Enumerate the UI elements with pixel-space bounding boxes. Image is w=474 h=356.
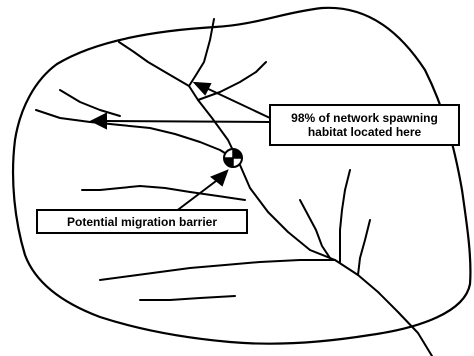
annotation-arrows [89, 81, 271, 213]
crosshair-circle-icon [223, 148, 243, 168]
habitat-callout-line1: 98% of network spawning [291, 111, 438, 125]
stream-network [35, 18, 433, 356]
tributary-west-upper [59, 89, 121, 117]
arrowhead-habitat-left [89, 112, 107, 130]
tributary-west [35, 109, 237, 161]
tributary-upper-left [118, 41, 190, 87]
habitat-callout: 98% of network spawning habitat located … [269, 104, 460, 146]
tributary-east-far [339, 169, 351, 263]
tributary-southwest [81, 185, 246, 201]
tributary-southeast [357, 219, 371, 276]
arrow-habitat-left [101, 120, 270, 123]
arrow-barrier [174, 177, 221, 213]
watershed-boundary [11, 6, 472, 345]
tributary-south [99, 259, 336, 281]
tributary-upper-right [197, 61, 267, 101]
habitat-callout-line2: habitat located here [307, 125, 422, 139]
arrowhead-habitat-upper [192, 81, 212, 96]
arrowhead-barrier [210, 169, 229, 187]
tributary-east [299, 199, 331, 259]
barrier-callout: Potential migration barrier [36, 209, 248, 234]
barrier-callout-label: Potential migration barrier [66, 215, 218, 229]
arrow-habitat-upper [201, 85, 271, 119]
tributary-south-lower [139, 295, 236, 301]
main-stem [188, 18, 433, 356]
